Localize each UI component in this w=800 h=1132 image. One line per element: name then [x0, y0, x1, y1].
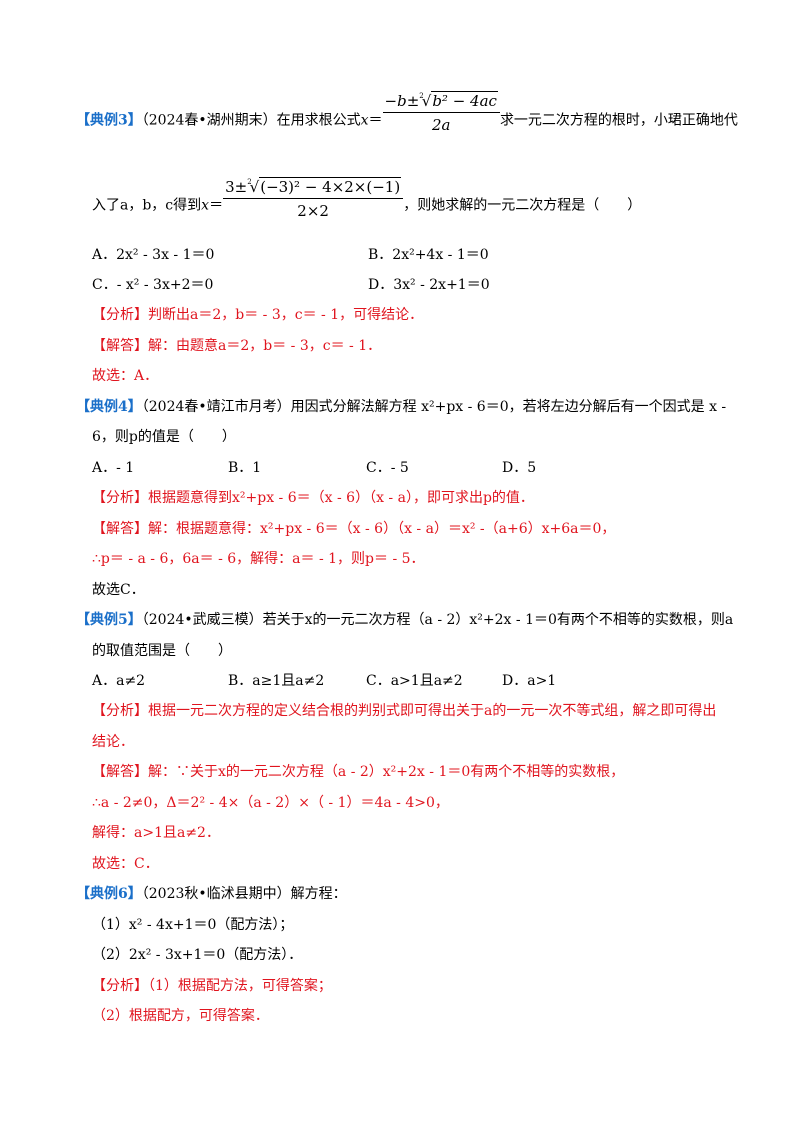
ex5-answer: 【解答】解：∵关于x的一元二次方程（a - 2）x²+2x - 1＝0有两个不相… [92, 764, 625, 780]
ex3-line2-pre: 入了a，b，c得到 [92, 197, 202, 214]
ex5-option-d: D．a>1 [502, 673, 557, 689]
ex3-choice: 故选：A． [92, 368, 159, 384]
ex5-option-b: B．a≥1且a≠2 [228, 673, 325, 689]
ex6-line1: 【典例6】（2023秋•临沭县期中）解方程： [76, 886, 347, 902]
ex6-analysis: 【分析】（1）根据配方法，可得答案； [92, 978, 332, 994]
ex5-option-a: A．a≠2 [92, 673, 146, 689]
ex4-analysis: 【分析】根据题意得到x²+px - 6＝（x - 6）（x - a），即可求出p… [92, 490, 534, 506]
ex4-answer: 【解答】解：根据题意得：x²+px - 6＝（x - 6）（x - a）＝x² … [92, 521, 616, 537]
ex3-analysis: 【分析】判断出a＝2，b＝ - 3，c＝ - 1，可得结论． [92, 307, 424, 323]
ex6-item-2: （2）2x² - 3x+1＝0（配方法）． [92, 947, 303, 963]
ex3-option-d: D．3x² - 2x+1＝0 [368, 277, 490, 293]
ex5-choice: 故选：C． [92, 856, 159, 872]
ex3-tag: 【典例3】 [76, 112, 142, 129]
ex3-line2: 入了a，b，c得到x＝3±2√(−3)² − 4×2×(−1)2×2，则她求解的… [92, 177, 642, 221]
ex3-source: （2024春•湖州期末）在用求根公式 [141, 112, 361, 129]
ex4-choice: 故选C． [92, 582, 145, 598]
ex3-line2-post: ，则她求解的一元二次方程是（ ） [403, 197, 642, 214]
ex5-analysis-2: 结论． [92, 734, 134, 750]
ex3-after-formula: 求一元二次方程的根时，小珺正确地代 [499, 112, 738, 129]
ex3-option-c: C．- x² - 3x+2＝0 [92, 277, 214, 293]
ex3-answer: 【解答】解：由题意a＝2，b＝ - 3，c＝ - 1． [92, 338, 382, 354]
ex4-option-d: D．5 [502, 460, 537, 476]
ex4-line1: 【典例4】（2024春•靖江市月考）用因式分解法解方程 x²+px - 6＝0，… [76, 399, 727, 415]
ex5-line2: 的取值范围是（ ） [92, 643, 232, 659]
ex5-line1: 【典例5】（2024•武威三模）若关于x的一元二次方程（a - 2）x²+2x … [76, 612, 734, 628]
ex5-option-c: C．a>1且a≠2 [366, 673, 463, 689]
ex4-answer-2: ∴p＝ - a - 6，6a＝ - 6，解得：a＝ - 1，则p＝ - 5． [92, 551, 425, 567]
ex4-option-b: B．1 [228, 460, 262, 476]
ex6-item-1: （1）x² - 4x+1＝0（配方法）； [92, 917, 294, 933]
ex4-line2: 6，则p的值是（ ） [92, 429, 236, 445]
ex3-option-b: B．2x²+4x - 1＝0 [368, 247, 489, 263]
ex3-option-a: A．2x² - 3x - 1＝0 [92, 247, 215, 263]
ex5-analysis: 【分析】根据一元二次方程的定义结合根的判别式即可得出关于a的一元一次不等式组，解… [92, 703, 717, 719]
ex3-substituted-formula: 3±2√(−3)² − 4×2×(−1)2×2 [223, 172, 404, 221]
ex6-analysis-2: （2）根据配方，可得答案． [92, 1008, 269, 1024]
ex4-option-a: A．- 1 [92, 460, 135, 476]
ex5-answer-2: ∴a - 2≠0，Δ＝2² - 4×（a - 2）×（ - 1）＝4a - 4>… [92, 795, 449, 811]
ex5-answer-3: 解得：a>1且a≠2． [92, 825, 220, 841]
ex4-option-c: C．- 5 [366, 460, 409, 476]
